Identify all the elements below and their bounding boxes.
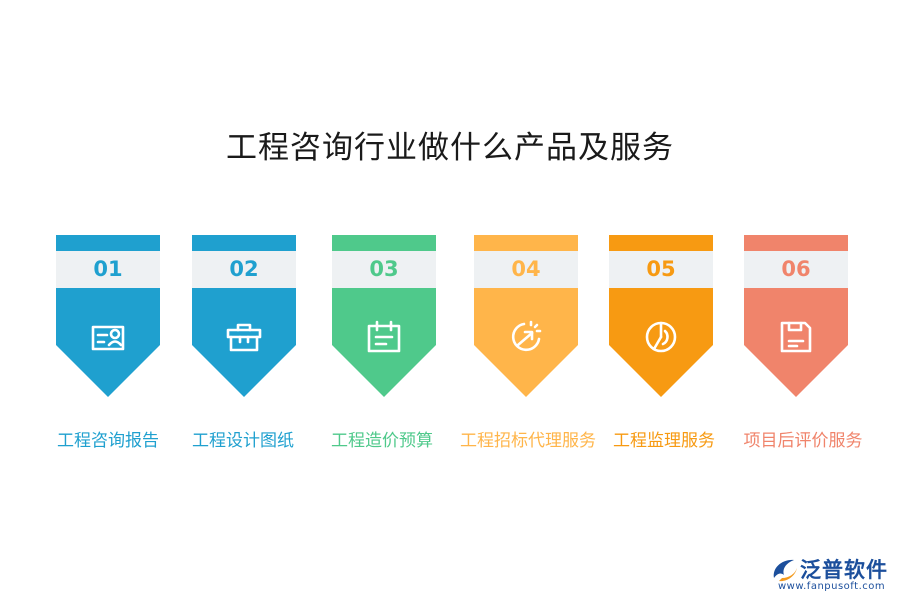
page-title: 工程咨询行业做什么产品及服务 (226, 130, 674, 166)
step-card-02: 02 (192, 235, 296, 397)
card-top-bar (56, 235, 160, 251)
step-number: 03 (332, 251, 436, 288)
step-number: 02 (192, 251, 296, 288)
step-card-01: 01 (56, 235, 160, 397)
step-number: 05 (609, 251, 713, 288)
step-label-05: 工程监理服务 (613, 431, 715, 451)
step-label-02: 工程设计图纸 (192, 431, 294, 451)
step-label-01: 工程咨询报告 (57, 431, 159, 451)
id-card-icon (91, 325, 125, 351)
card-top-bar (474, 235, 578, 251)
card-arrow-shape (474, 288, 578, 397)
card-top-bar (609, 235, 713, 251)
calendar-icon (367, 320, 401, 353)
card-arrow-shape (56, 288, 160, 397)
step-number: 04 (474, 251, 578, 288)
step-number: 06 (744, 251, 848, 288)
growth-arrow-icon (511, 320, 542, 352)
card-top-bar (744, 235, 848, 251)
brand-name: 泛普软件 (800, 558, 888, 582)
brand-watermark: 泛普软件 www.fanpusoft.com (770, 552, 895, 598)
step-label-04: 工程招标代理服务 (460, 431, 596, 451)
step-label-03: 工程造价预算 (331, 431, 433, 451)
brand-url: www.fanpusoft.com (778, 581, 886, 592)
step-card-04: 04 (474, 235, 578, 397)
step-card-03: 03 (332, 235, 436, 397)
card-arrow-shape (332, 288, 436, 397)
card-top-bar (192, 235, 296, 251)
step-number: 01 (56, 251, 160, 288)
pie-chart-icon (645, 321, 677, 353)
step-label-06: 项目后评价服务 (743, 431, 863, 451)
save-icon (780, 321, 812, 353)
card-top-bar (332, 235, 436, 251)
card-arrow-shape (609, 288, 713, 397)
brand-logo-icon (773, 559, 797, 582)
step-card-05: 05 (609, 235, 713, 397)
toolbox-icon (226, 323, 262, 352)
step-card-06: 06 (744, 235, 848, 397)
card-arrow-shape (744, 288, 848, 397)
card-arrow-shape (192, 288, 296, 397)
